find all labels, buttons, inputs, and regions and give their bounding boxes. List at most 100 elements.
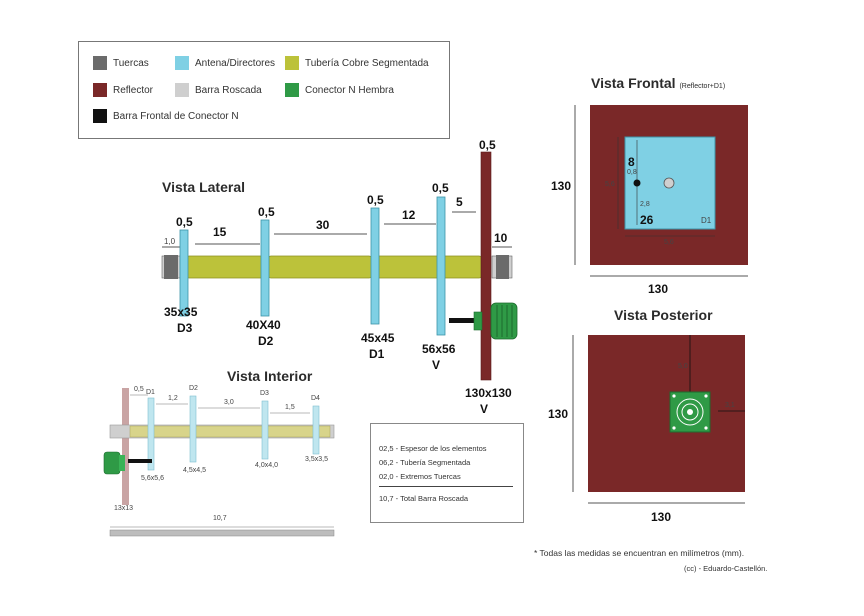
notes-divider [379, 486, 513, 487]
tube-segment [441, 255, 483, 279]
posterior-title: Vista Posterior [614, 307, 713, 323]
frontal-rod-hole [663, 177, 675, 189]
screw-hole-icon [672, 426, 676, 430]
label-v-size: 56x56 [422, 342, 456, 356]
legend-item-barra: Barra Roscada [175, 83, 262, 97]
dim-15: 15 [213, 225, 227, 239]
interior-d2 [189, 395, 197, 463]
legend-label: Tubería Cobre Segmentada [305, 57, 429, 69]
frontal-subtitle: (Reflector+D1) [679, 83, 726, 90]
director-d1 [370, 207, 380, 325]
interior-tag-d3: D3 [260, 390, 269, 397]
reflector-plate [480, 151, 492, 381]
connector-n-small [473, 311, 483, 331]
posterior-n50: 5,0 [678, 363, 688, 370]
interior-tag-d1: D1 [146, 389, 155, 396]
frontal-title-text: Vista Frontal [591, 75, 676, 91]
swatch-icon [93, 109, 107, 123]
note-4: 10,7 - Total Barra Roscada [379, 494, 469, 503]
connector-threads [496, 305, 513, 337]
director-d3 [179, 229, 189, 317]
interior-d4 [312, 405, 320, 455]
element-v [436, 196, 446, 336]
swatch-icon [175, 56, 189, 70]
interior-size-r: 13x13 [114, 505, 134, 512]
connector-ring-outer [676, 398, 704, 426]
interior-total-rod [109, 529, 335, 537]
posterior-n31: 3,1 [725, 402, 735, 409]
tube-segment [185, 255, 265, 279]
screw-hole-icon [704, 394, 708, 398]
tube-segment [267, 255, 373, 279]
legend-item-conector: Conector N Hembra [285, 83, 394, 97]
note-3: 02,0 - Extremos Tuercas [379, 472, 461, 481]
legend-item-barra-frontal: Barra Frontal de Conector N [93, 109, 239, 123]
dim-t2: 0,5 [258, 205, 275, 219]
frontal-n56-side: 5,6 [605, 181, 615, 188]
label-r-size: 130x130 [465, 386, 512, 400]
interior-tag-d4: D4 [311, 395, 320, 402]
lateral-dim-lines [162, 211, 512, 248]
frontal-side-label: 130 [551, 179, 572, 193]
footer-note: * Todas las medidas se encuentran en mil… [534, 548, 745, 558]
dim-t1: 0,5 [176, 215, 193, 229]
dim-30: 30 [316, 218, 330, 232]
frontal-d1-tag: D1 [701, 216, 712, 225]
interior-tube [129, 425, 331, 438]
legend-item-tuberia: Tubería Cobre Segmentada [285, 56, 429, 70]
posterior-bottom-label: 130 [651, 510, 672, 524]
frontal-bottom-label: 130 [648, 282, 669, 296]
label-v-name: V [432, 358, 441, 372]
interior-title: Vista Interior [227, 368, 313, 384]
interior-connector [103, 451, 121, 475]
label-d3-size: 35x35 [164, 305, 198, 319]
interior-d3 [261, 400, 269, 460]
label-r-name: V [480, 402, 489, 416]
notes-box: 02,5 - Espesor de los elementos 06,2 - T… [370, 423, 524, 523]
interior-total: 10,7 [213, 515, 227, 522]
screw-hole-icon [672, 394, 676, 398]
frontal-n8: 8 [628, 155, 635, 169]
dim-t3: 0,5 [367, 193, 384, 207]
interior-dim-3: 1,5 [285, 404, 295, 411]
frontal-title: Vista Frontal (Reflector+D1) [591, 75, 725, 91]
frontal-n56-bottom: 5,6 [664, 239, 674, 246]
legend-box: Tuercas Antena/Directores Tubería Cobre … [78, 41, 450, 139]
interior-connector-flange [119, 455, 125, 471]
connector-n-body [490, 302, 518, 340]
dim-12: 12 [402, 208, 416, 222]
label-d2-name: D2 [258, 334, 274, 348]
frontal-n08: 0,8 [627, 169, 637, 176]
interior-size-d4: 3,5x3,5 [305, 456, 328, 463]
label-d3-name: D3 [177, 321, 193, 335]
legend-label: Barra Frontal de Conector N [113, 110, 239, 122]
nut-right [496, 255, 509, 279]
interior-size-d2: 4,5x4,5 [183, 467, 206, 474]
legend-label: Barra Roscada [195, 84, 262, 96]
legend-label: Reflector [113, 84, 154, 96]
dim-10: 10 [494, 231, 508, 245]
dim-t4: 0,5 [432, 181, 449, 195]
legend-item-reflector: Reflector [93, 83, 153, 97]
label-d1-name: D1 [369, 347, 385, 361]
posterior-reflector [588, 335, 745, 492]
frontal-n28: 2,8 [640, 201, 650, 208]
swatch-icon [93, 83, 107, 97]
lateral-title: Vista Lateral [162, 179, 246, 195]
legend-item-antena: Antena/Directores [175, 56, 275, 70]
director-d2 [260, 219, 270, 317]
screw-hole-icon [704, 426, 708, 430]
interior-tag-d2: D2 [189, 385, 198, 392]
legend-label: Antena/Directores [195, 57, 276, 69]
dim-1-0: 1,0 [164, 237, 176, 246]
note-2: 06,2 - Tubería Segmentada [379, 458, 471, 467]
note-1: 02,5 - Espesor de los elementos [379, 444, 487, 453]
legend-item-tuercas: Tuercas [93, 56, 149, 70]
interior-size-d1: 5,6x5,6 [141, 475, 164, 482]
tube-segment [375, 255, 441, 279]
frontal-n26: 26 [640, 213, 654, 227]
swatch-icon [285, 56, 299, 70]
interior-reflector [122, 388, 129, 505]
swatch-icon [175, 83, 189, 97]
